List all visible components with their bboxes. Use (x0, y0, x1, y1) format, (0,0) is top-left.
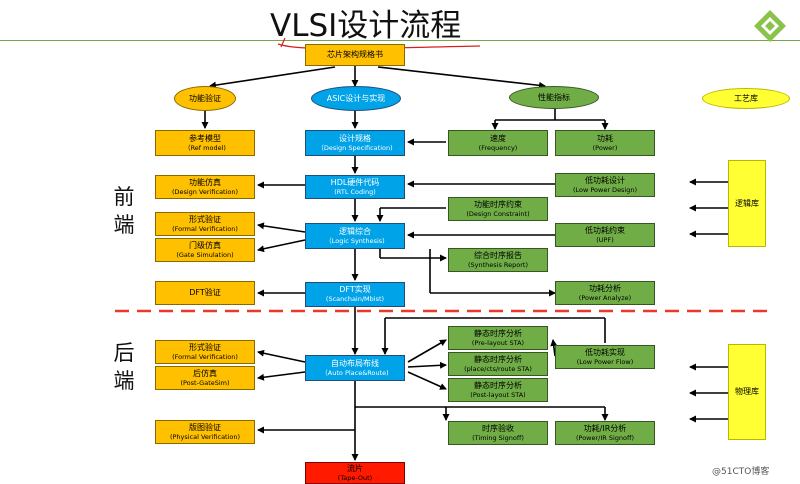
page-title: VLSI设计流程 (270, 8, 462, 44)
synth-report-box: 综合时序报告(Synthesis Report) (448, 248, 548, 272)
func-verif-ellipse: 功能验证 (174, 86, 236, 111)
green-diamond-logo-icon (754, 10, 786, 42)
low-power-flow-box: 低功耗实现(Low Power Flow) (555, 345, 655, 369)
back-end-label: 后端 (113, 341, 135, 394)
rtl-box: HDL硬件代码(RTL Coding) (305, 175, 405, 199)
phys-verif-box: 版图验证(Physical Verification) (155, 420, 255, 444)
spec-box: 芯片架构规格书 (305, 44, 405, 66)
low-power-design-box: 低功耗设计(Low Power Design) (555, 173, 655, 197)
design-spec-box: 设计规格（Design Specification) (305, 130, 405, 156)
front-end-label: 前端 (113, 185, 135, 238)
pnr-box: 自动布局布线（Auto Place&Route) (305, 355, 405, 381)
post-sim-box: 后仿真(Post-GateSim) (155, 366, 255, 390)
watermark: @51CTO博客 (712, 467, 770, 477)
sta-post-box: 静态时序分析(Post-layout STA) (448, 378, 548, 402)
power-ir-box: 功耗/IR分析(Power/IR Signoff) (555, 421, 655, 445)
process-lib-ellipse: 工艺库 (702, 88, 790, 109)
timing-constraint-box: 功能时序约束(Design Constraint) (448, 197, 548, 221)
formal-verif-front-box: 形式验证(Formal Verification) (155, 212, 255, 236)
ref-model-box: 参考模型（Ref model) (155, 130, 255, 156)
dft-verif-box: DFT验证 (155, 281, 255, 305)
dft-box: DFT实现(Scanchain/Mbist) (305, 282, 405, 307)
power-analyze-box: 功耗分析(Power Analyze) (555, 281, 655, 305)
perf-ellipse: 性能指标 (509, 86, 599, 109)
sta-place-box: 静态时序分析(place/cts/route STA) (448, 352, 548, 376)
logic-synth-box: 逻辑综合（Logic Synthesis) (305, 223, 405, 249)
logic-lib-box: 逻辑库 (728, 160, 766, 247)
speed-box: 速度(Frequency) (448, 130, 548, 156)
title-divider (0, 40, 800, 41)
formal-verif-back-box: 形式验证(Formal Verification) (155, 340, 255, 364)
gate-sim-box: 门级仿真(Gate Simulation) (155, 238, 255, 262)
timing-signoff-box: 时序验收(Timing Signoff) (448, 421, 548, 445)
power-box: 功耗(Power) (555, 130, 655, 156)
func-sim-box: 功能仿真(Design Verification) (155, 175, 255, 199)
upf-box: 低功耗约束(UPF) (555, 223, 655, 247)
tapeout-box: 流片(Tape-Out) (305, 462, 405, 484)
sta-pre-box: 静态时序分析(Pre-layout STA) (448, 326, 548, 350)
asic-ellipse: ASIC设计与实现 (311, 86, 401, 111)
physical-lib-box: 物理库 (728, 344, 766, 440)
